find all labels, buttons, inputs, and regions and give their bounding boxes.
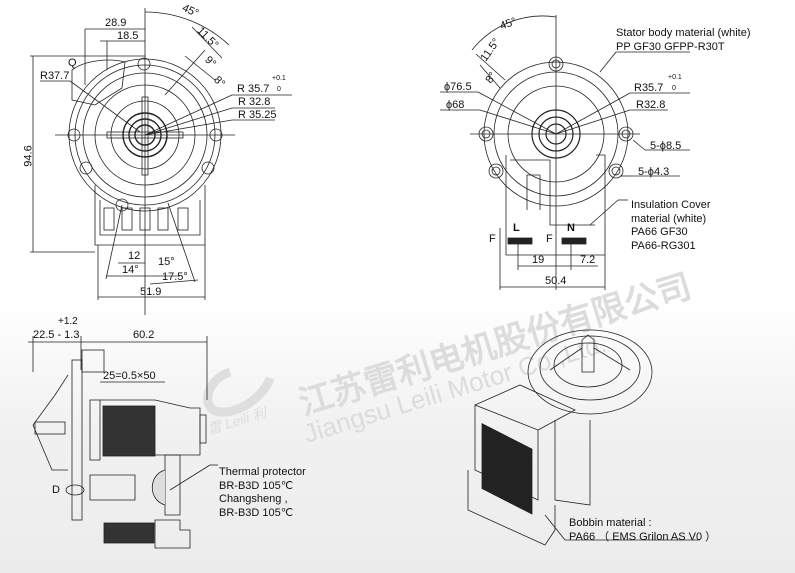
label-q: Q bbox=[68, 57, 77, 69]
dim-22-5: 22.5 - 1.3 bbox=[33, 329, 80, 341]
dim-angle-17-5: 17.5° bbox=[162, 271, 188, 283]
thermal-note-line-4: BR-B3D 105℃ bbox=[219, 506, 294, 519]
dim-stack-25: 25=0.5×50 bbox=[103, 370, 156, 382]
cover-note-line-2: material (white) bbox=[631, 212, 707, 225]
terminal-l: L bbox=[513, 222, 520, 234]
bobbin-material-note: Bobbin material : PA66 （ EMS Grilon AS V… bbox=[569, 517, 716, 544]
dim-19: 19 bbox=[532, 254, 545, 266]
thermal-note-line-1: Thermal protector bbox=[219, 466, 306, 478]
isometric-view bbox=[467, 329, 700, 546]
dim-r35-7: R 35.7 bbox=[237, 83, 270, 95]
bobbin-note-line-1: Bobbin material : bbox=[569, 517, 652, 529]
dim-r35-7-tol-upper: +0.1 bbox=[272, 75, 286, 82]
dim-r35-7-right-tol-upper: +0.1 bbox=[668, 74, 682, 81]
dim-r35-7-right-tol-lower: 0 bbox=[672, 85, 676, 92]
stator-note: Stator body material (white) PP GF30 GFP… bbox=[616, 27, 751, 54]
front-view-left bbox=[30, 8, 292, 315]
dim-holes-8-5: 5-ϕ8.5 bbox=[650, 140, 682, 152]
dim-r35-7-right: R35.7 bbox=[634, 82, 664, 94]
front-view-right bbox=[440, 15, 690, 290]
dim-12: 12 bbox=[128, 250, 141, 262]
dim-holes-4-3: 5-ϕ4.3 bbox=[638, 166, 670, 178]
label-f-right: F bbox=[546, 233, 553, 245]
stator-note-line-1: Stator body material (white) bbox=[616, 27, 751, 39]
dim-angle-15: 15° bbox=[158, 256, 175, 268]
label-d: D bbox=[52, 484, 60, 496]
dim-height-94-6: 94.6 bbox=[22, 145, 35, 167]
dim-d76-5: ϕ76.5 bbox=[444, 81, 472, 93]
insulation-cover-note: Insulation Cover material (white) PA66 G… bbox=[631, 199, 711, 253]
cover-note-line-4: PA66-RG301 bbox=[631, 239, 696, 252]
dim-18-5: 18.5 bbox=[117, 30, 139, 42]
watermark-logo bbox=[203, 367, 275, 417]
dim-60-2: 60.2 bbox=[133, 329, 155, 341]
thermal-note-line-3: Changsheng , bbox=[219, 493, 288, 505]
dim-51-9: 51.9 bbox=[140, 286, 162, 298]
dim-angle-14: 14° bbox=[122, 264, 139, 276]
dim-r37-7: R37.7 bbox=[40, 70, 70, 82]
dim-tol-upper-1-2: +1.2 bbox=[58, 316, 78, 327]
dim-r35-7-tol-lower: 0 bbox=[277, 86, 281, 93]
dim-7-2: 7.2 bbox=[580, 254, 596, 266]
terminal-n: N bbox=[567, 222, 575, 234]
bobbin-note-line-2: PA66 （ EMS Grilon AS V0 ） bbox=[569, 530, 717, 543]
cover-note-line-1: Insulation Cover bbox=[631, 199, 711, 211]
dim-r32-8-right: R32.8 bbox=[636, 99, 666, 111]
dim-50-4: 50.4 bbox=[545, 275, 567, 287]
side-view bbox=[28, 336, 218, 549]
thermal-protector-note: Thermal protector BR-B3D 105℃ Changsheng… bbox=[219, 466, 306, 520]
cover-note-line-3: PA66 GF30 bbox=[631, 226, 688, 238]
dim-r32-8: R 32.8 bbox=[238, 96, 271, 108]
stator-note-line-2: PP GF30 GFPP-R30T bbox=[616, 40, 725, 53]
thermal-note-line-2: BR-B3D 105℃ bbox=[219, 479, 294, 492]
dim-d68: ϕ68 bbox=[446, 99, 465, 111]
dim-28-9: 28.9 bbox=[105, 17, 127, 29]
dim-r35-25: R 35.25 bbox=[238, 109, 277, 121]
label-f-left: F bbox=[489, 233, 496, 245]
